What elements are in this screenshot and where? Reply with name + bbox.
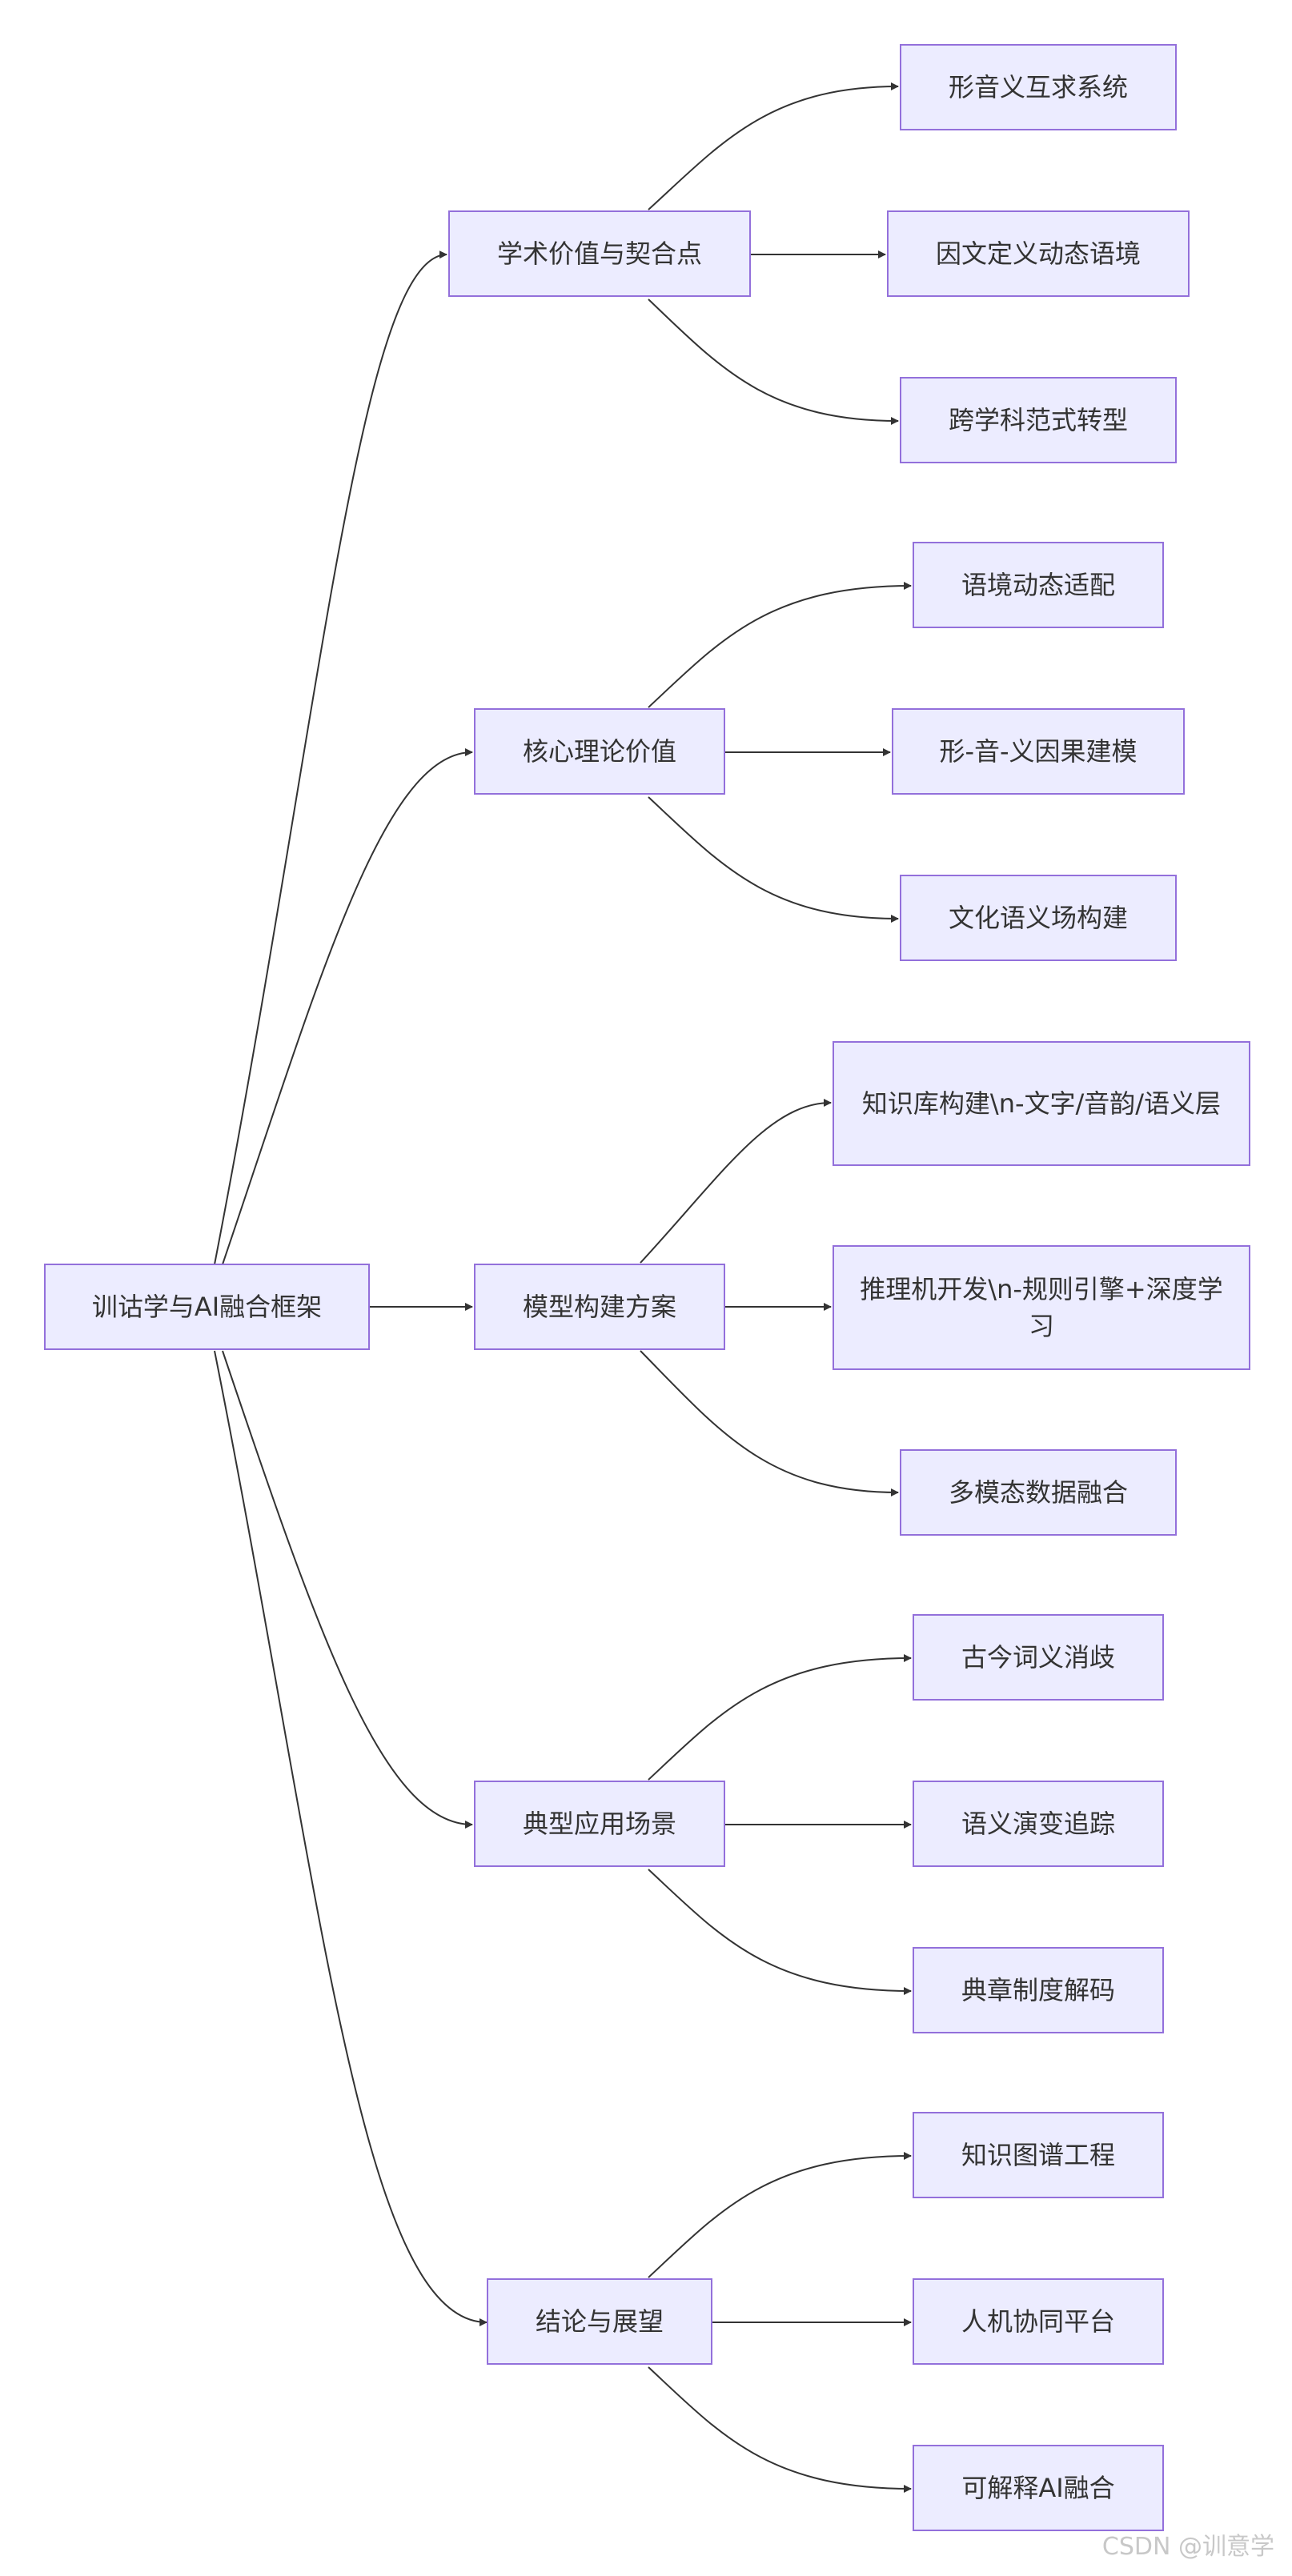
leaf-node-1-2[interactable]: 因文定义动态语境: [887, 210, 1190, 297]
root-node[interactable]: 训诂学与AI融合框架: [44, 1264, 370, 1350]
edge-b3-c1: [640, 1099, 832, 1264]
branch-node-4[interactable]: 典型应用场景: [474, 1781, 725, 1867]
branch-node-2[interactable]: 核心理论价值: [474, 708, 725, 795]
root-edges: [214, 250, 488, 2326]
edge-b2-c3: [648, 796, 899, 923]
leaf-node-4-1[interactable]: 古今词义消歧: [913, 1614, 1164, 1701]
leaf-node-1-1[interactable]: 形音义互求系统: [900, 44, 1177, 130]
leaf-node-2-1[interactable]: 语境动态适配: [913, 542, 1164, 628]
leaf-node-4-3[interactable]: 典章制度解码: [913, 1947, 1164, 2033]
edge-root-branch-5: [214, 1350, 488, 2326]
leaf-node-3-3[interactable]: 多模态数据融合: [900, 1449, 1177, 1536]
leaf-node-1-3[interactable]: 跨学科范式转型: [900, 377, 1177, 463]
leaf-node-3-1[interactable]: 知识库构建\n-文字/音韵/语义层: [833, 1041, 1250, 1166]
branch-2-edges: [648, 582, 912, 923]
edge-b1-c3: [648, 298, 899, 425]
branch-5-edges: [648, 2152, 912, 2493]
branch-4-edges: [648, 1654, 912, 1995]
edge-b4-c3: [648, 1869, 912, 1995]
leaf-node-5-2[interactable]: 人机协同平台: [913, 2278, 1164, 2365]
watermark-text: CSDN @训意学: [1101, 2533, 1274, 2561]
leaf-node-5-1[interactable]: 知识图谱工程: [913, 2112, 1164, 2198]
branch-node-1[interactable]: 学术价值与契合点: [448, 210, 751, 297]
branch-1-edges: [648, 82, 899, 425]
edge-b3-c3: [640, 1350, 899, 1496]
branch-node-3[interactable]: 模型构建方案: [474, 1264, 725, 1350]
leaf-node-4-2[interactable]: 语义演变追踪: [913, 1781, 1164, 1867]
edge-b1-c1: [648, 82, 899, 210]
leaf-node-2-3[interactable]: 文化语义场构建: [900, 875, 1177, 961]
edge-root-branch-2: [222, 748, 473, 1265]
leaf-node-2-2[interactable]: 形-音-义因果建模: [892, 708, 1185, 795]
edge-root-branch-1: [214, 250, 447, 1265]
edge-b2-c1: [648, 582, 912, 708]
leaf-node-5-3[interactable]: 可解释AI融合: [913, 2445, 1164, 2531]
edge-b5-c1: [648, 2152, 912, 2278]
branch-3-edges: [640, 1099, 899, 1496]
branch-node-5[interactable]: 结论与展望: [487, 2278, 712, 2365]
edge-b5-c3: [648, 2366, 912, 2493]
leaf-node-3-2[interactable]: 推理机开发\n-规则引擎+深度学习: [833, 1245, 1250, 1370]
edge-root-branch-4: [222, 1350, 473, 1829]
edge-b4-c1: [648, 1654, 912, 1781]
